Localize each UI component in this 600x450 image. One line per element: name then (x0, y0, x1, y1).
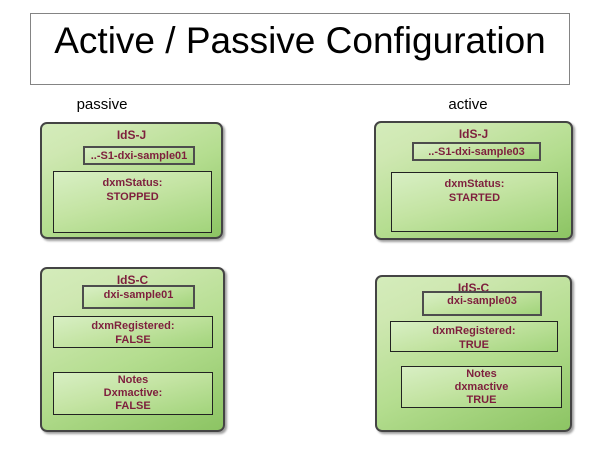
column-label-passive: passive (76, 96, 128, 113)
notes-line: Notes (117, 374, 149, 386)
title-box: Active / Passive Configuration (30, 13, 570, 85)
node-header: IdS-C (116, 273, 149, 287)
node-active-idsc: IdS-C dxi-sample03 dxmRegistered: TRUE N… (375, 275, 572, 432)
registered-value: FALSE (115, 334, 151, 346)
registered-box: dxmRegistered: FALSE (53, 316, 213, 348)
node-header: IdS-J (116, 128, 147, 142)
sample-label: ..-S1-dxi-sample03 (428, 145, 525, 158)
notes-value: TRUE (466, 394, 497, 406)
registered-line: dxmRegistered: (91, 320, 175, 332)
node-passive-idsj: IdS-J ..-S1-dxi-sample01 dxmStatus: STOP… (40, 122, 223, 239)
registered-box: dxmRegistered: TRUE (390, 321, 558, 352)
column-label-active: active (448, 96, 488, 113)
sample-label: ..-S1-dxi-sample01 (90, 149, 188, 162)
sample-box: ..-S1-dxi-sample01 (83, 146, 195, 165)
sample-box: ..-S1-dxi-sample03 (412, 142, 541, 161)
notes-value: FALSE (115, 400, 151, 412)
notes-line: Dxmactive: (103, 387, 163, 399)
node-passive-idsc: IdS-C dxi-sample01 dxmRegistered: FALSE … (40, 267, 225, 432)
status-value: STARTED (448, 192, 501, 204)
registered-value: TRUE (459, 339, 489, 351)
node-active-idsj: IdS-J ..-S1-dxi-sample03 dxmStatus: STAR… (374, 121, 573, 240)
notes-line: dxmactive (454, 381, 509, 393)
page-title: Active / Passive Configuration (54, 20, 546, 61)
status-line: dxmStatus: (102, 177, 163, 189)
notes-box: Notes dxmactive TRUE (401, 366, 562, 408)
notes-line: Notes (466, 368, 497, 380)
sample-label: dxi-sample01 (103, 289, 174, 301)
sample-box: dxi-sample03 (422, 291, 542, 316)
sample-box: dxi-sample01 (82, 285, 195, 309)
status-box: dxmStatus: STARTED (391, 172, 558, 232)
status-line: dxmStatus: (444, 178, 505, 190)
status-box: dxmStatus: STOPPED (53, 171, 212, 233)
status-value: STOPPED (106, 191, 159, 203)
node-header: IdS-J (458, 127, 489, 141)
notes-box: Notes Dxmactive: FALSE (53, 372, 213, 415)
sample-label: dxi-sample03 (447, 295, 517, 307)
registered-line: dxmRegistered: (432, 325, 516, 337)
